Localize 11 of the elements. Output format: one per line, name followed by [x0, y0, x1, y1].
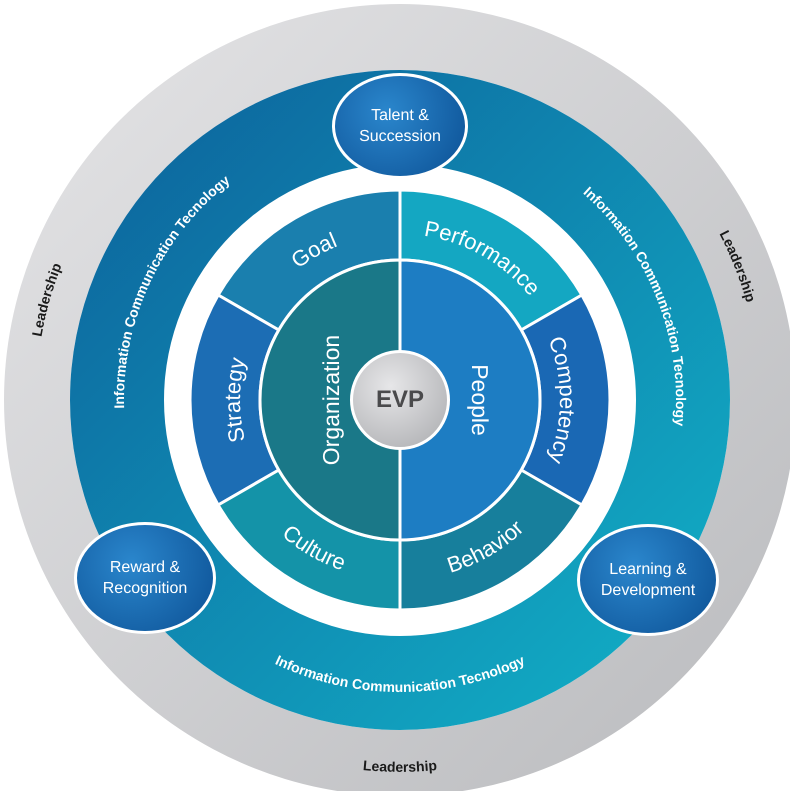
circle-label: Reward & Recognition: [102, 558, 188, 599]
circle-label: Learning & Development: [600, 560, 696, 601]
segment-label: Organization: [318, 334, 344, 466]
ring-segment: [216, 468, 402, 612]
outer-ring: [4, 4, 790, 791]
segment-label: People: [466, 364, 493, 436]
ring-label: Leadership: [362, 757, 438, 775]
ring-segment: [398, 468, 584, 612]
center-label: EVP: [376, 386, 424, 414]
circle-label: Talent & Succession: [358, 106, 442, 147]
segment-label: Goal: [286, 227, 340, 273]
